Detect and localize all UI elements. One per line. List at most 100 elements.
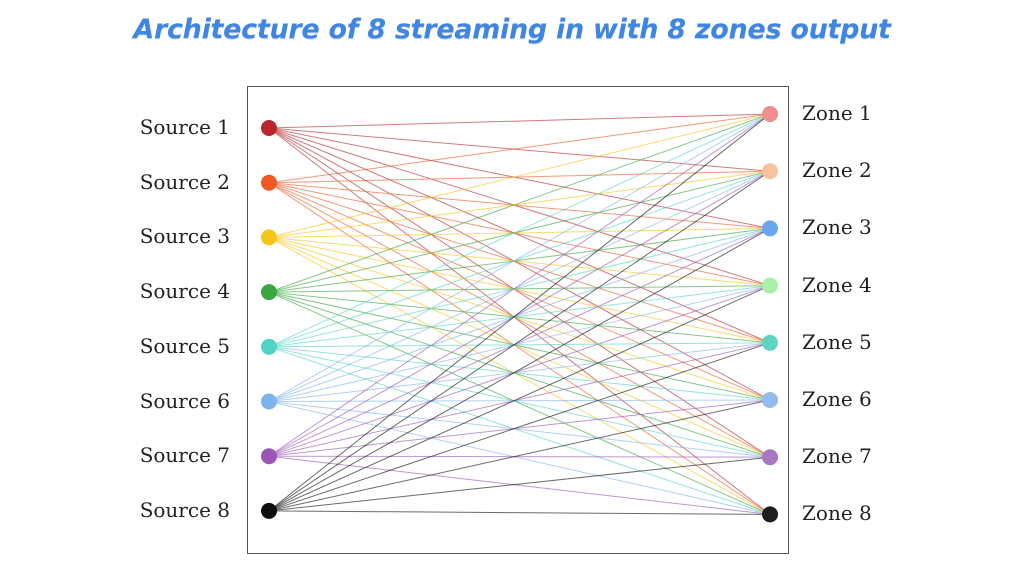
link-source-7-zone-2: [268, 170, 771, 457]
source-node-1: [261, 120, 277, 136]
link-source-4-zone-8: [268, 291, 771, 515]
source-node-5: [261, 338, 277, 355]
diagram-frame: [247, 86, 789, 554]
link-source-5-zone-3: [268, 227, 771, 348]
source-node-7: [261, 448, 277, 465]
source-label-2: Source 2: [139, 169, 230, 194]
link-source-8-zone-4: [268, 285, 771, 512]
link-source-8-zone-6: [268, 399, 771, 512]
link-source-4-zone-3: [268, 227, 771, 293]
link-source-5-zone-8: [268, 346, 771, 515]
link-source-1-zone-8: [268, 127, 771, 515]
link-source-3-zone-3: [268, 227, 771, 238]
link-source-8-zone-3: [268, 227, 771, 512]
source-label-8: Source 8: [139, 497, 230, 522]
link-source-7-zone-8: [268, 455, 771, 515]
link-source-8-zone-1: [268, 113, 771, 512]
link-source-2-zone-1: [268, 113, 771, 184]
link-source-1-zone-5: [268, 127, 771, 344]
link-source-1-zone-6: [268, 127, 771, 401]
zone-label-2: Zone 2: [802, 158, 872, 183]
zone-node-3: [762, 220, 778, 237]
link-source-2-zone-6: [268, 182, 771, 401]
link-source-7-zone-1: [268, 113, 771, 457]
link-source-4-zone-4: [268, 285, 771, 293]
zone-node-4: [762, 277, 778, 294]
zone-label-6: Zone 6: [802, 387, 872, 411]
link-source-6-zone-3: [268, 227, 771, 402]
source-label-5: Source 5: [139, 333, 230, 358]
source-node-6: [261, 393, 277, 410]
zone-node-1: [762, 106, 778, 122]
link-source-7-zone-7: [268, 455, 771, 458]
link-source-3-zone-2: [268, 170, 771, 238]
link-source-8-zone-5: [268, 342, 771, 512]
link-source-6-zone-6: [268, 399, 771, 402]
link-source-3-zone-6: [268, 236, 771, 401]
link-source-6-zone-1: [268, 113, 771, 402]
zone-label-5: Zone 5: [802, 329, 872, 354]
link-source-3-zone-5: [268, 236, 771, 344]
source-node-4: [261, 284, 277, 301]
source-node-2: [261, 174, 277, 191]
source-nodes: [261, 120, 277, 519]
link-source-6-zone-7: [268, 401, 771, 458]
zone-node-8: [762, 506, 778, 523]
zone-node-5: [762, 334, 778, 351]
link-source-8-zone-7: [268, 456, 771, 512]
link-source-7-zone-3: [268, 227, 771, 457]
source-label-1: Source 1: [139, 115, 230, 139]
zone-label-8: Zone 8: [802, 501, 872, 526]
link-source-4-zone-1: [268, 113, 771, 293]
zone-label-1: Zone 1: [802, 101, 872, 125]
link-source-5-zone-2: [268, 170, 771, 348]
link-source-7-zone-5: [268, 342, 771, 457]
zone-label-7: Zone 7: [802, 444, 872, 469]
link-source-5-zone-7: [268, 346, 771, 458]
link-source-8-zone-2: [268, 170, 771, 512]
link-source-3-zone-4: [268, 236, 771, 287]
connection-lines: [268, 113, 771, 515]
zone-nodes: [762, 106, 778, 523]
link-source-4-zone-5: [268, 291, 771, 344]
link-source-2-zone-3: [268, 182, 771, 229]
link-source-5-zone-4: [268, 285, 771, 348]
source-label-7: Source 7: [139, 443, 230, 468]
link-source-2-zone-7: [268, 182, 771, 458]
link-source-3-zone-1: [268, 113, 771, 238]
link-source-3-zone-8: [268, 236, 771, 515]
zone-label-3: Zone 3: [802, 215, 872, 240]
zone-label-4: Zone 4: [802, 272, 872, 297]
link-source-2-zone-4: [268, 182, 771, 287]
source-label-3: Source 3: [139, 224, 230, 249]
link-source-3-zone-7: [268, 236, 771, 458]
link-source-1-zone-7: [268, 127, 771, 458]
link-source-1-zone-4: [268, 127, 771, 287]
link-source-7-zone-4: [268, 285, 771, 457]
link-source-6-zone-4: [268, 285, 771, 402]
link-source-7-zone-6: [268, 399, 771, 457]
link-source-5-zone-6: [268, 346, 771, 401]
link-source-4-zone-6: [268, 291, 771, 401]
source-label-6: Source 6: [139, 388, 230, 413]
link-source-1-zone-3: [268, 127, 771, 229]
zone-node-7: [762, 449, 778, 466]
link-source-2-zone-5: [268, 182, 771, 344]
link-source-2-zone-2: [268, 170, 771, 184]
link-source-2-zone-8: [268, 182, 771, 515]
link-source-5-zone-1: [268, 113, 771, 348]
diagram-title: Architecture of 8 streaming in with 8 zo…: [133, 14, 891, 45]
zone-node-2: [762, 163, 778, 180]
zone-node-6: [762, 392, 778, 408]
link-source-8-zone-8: [268, 510, 771, 515]
link-source-6-zone-5: [268, 342, 771, 402]
link-source-1-zone-2: [268, 127, 771, 172]
source-node-3: [261, 229, 277, 246]
link-source-1-zone-1: [268, 113, 771, 129]
link-source-4-zone-2: [268, 170, 771, 293]
source-node-8: [261, 502, 277, 519]
link-source-5-zone-5: [268, 342, 771, 348]
link-source-6-zone-8: [268, 401, 771, 515]
link-source-6-zone-2: [268, 170, 771, 402]
